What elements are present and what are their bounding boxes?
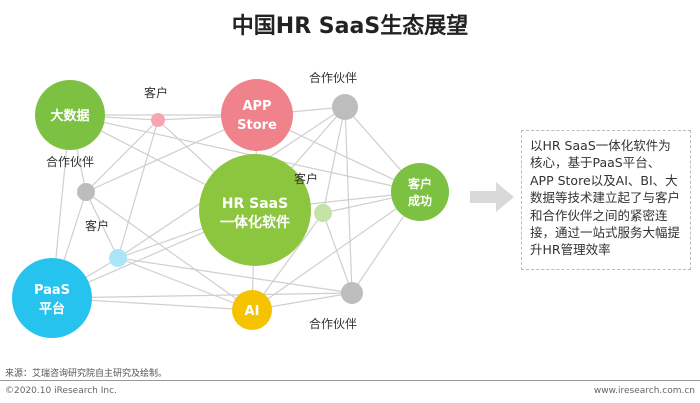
website-link[interactable]: www.iresearch.com.cn (593, 386, 695, 396)
connection-line (85, 119, 159, 193)
connection-line (69, 114, 421, 193)
customer-success-label-1: 客户 (407, 176, 432, 191)
partner-left-node (77, 183, 95, 201)
ai-node (232, 290, 272, 330)
connection-line (51, 292, 353, 299)
partner-top-label: 合作伙伴 (309, 70, 357, 85)
partner-left-label: 合作伙伴 (46, 154, 94, 169)
customer-success-label-2: 成功 (408, 193, 432, 208)
app-store-label-1: APP (242, 99, 271, 114)
page-title: 中国HR SaaS生态展望 (231, 14, 469, 39)
partner-bottom-node (341, 282, 363, 304)
app-store-label-2: Store (237, 118, 277, 133)
big-data-node (35, 80, 105, 150)
hr-saas-node (199, 154, 311, 266)
partner-bottom-label: 合作伙伴 (309, 316, 357, 331)
connection-line (85, 191, 119, 259)
customer-top-node (151, 113, 165, 127)
connection-line (344, 106, 353, 294)
paas-label-2: 平台 (39, 301, 65, 317)
connection-line (251, 212, 324, 311)
customer-right-node (314, 204, 332, 222)
copyright: ©2020.10 iResearch Inc. (5, 386, 117, 396)
customer-left-node (109, 249, 127, 267)
paas-label-1: PaaS (34, 283, 70, 298)
ai-label: AI (245, 304, 260, 319)
hr-saas-label-1: HR SaaS (222, 196, 288, 212)
big-data-label: 大数据 (50, 108, 89, 124)
partner-top-node (332, 94, 358, 120)
app-store-node (221, 79, 293, 151)
paas-node (12, 258, 92, 338)
connection-line (117, 257, 353, 294)
connection-line (117, 119, 159, 259)
connection-line (85, 191, 253, 311)
description-box: 以HR SaaS一体化软件为核心，基于PaaS平台、APP Store以及AI、… (521, 130, 691, 270)
customer-success-node (391, 163, 449, 221)
connection-line (322, 212, 353, 294)
connection-line (251, 191, 421, 311)
customer-top-label: 客户 (144, 85, 168, 100)
customer-right-label: 客户 (294, 171, 318, 186)
connection-line (322, 106, 346, 214)
connection-line (117, 257, 253, 311)
right-arrow-icon (470, 182, 514, 212)
footer-divider (0, 380, 700, 381)
hr-saas-label-2: 一体化软件 (220, 214, 290, 231)
customer-left-label: 客户 (85, 218, 109, 233)
source-note: 来源：艾瑞咨询研究院自主研究及绘制。 (5, 369, 168, 379)
